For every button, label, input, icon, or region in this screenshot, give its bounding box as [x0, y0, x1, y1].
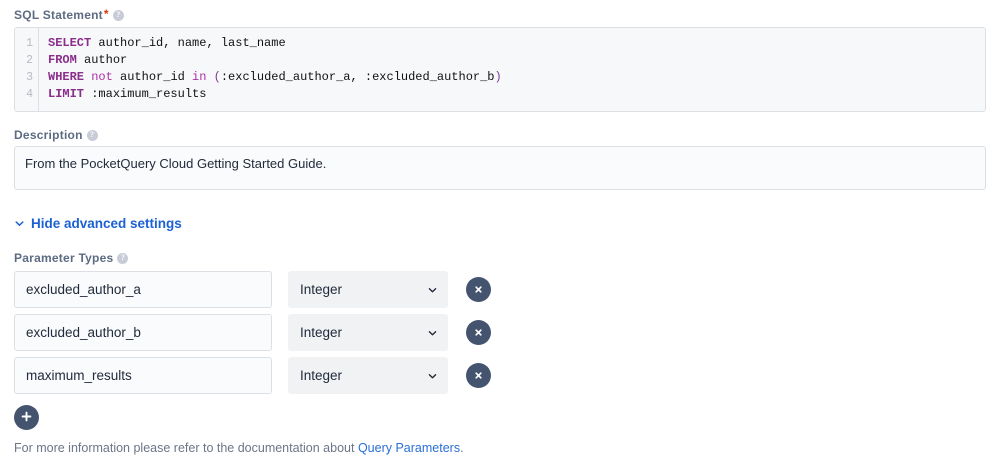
line-number: 4	[26, 88, 33, 101]
code-token-kw: WHERE	[48, 70, 85, 84]
code-token-punc: (	[213, 70, 221, 84]
toggle-advanced-settings-label: Hide advanced settings	[31, 216, 182, 231]
required-asterisk: *	[103, 7, 109, 21]
remove-parameter-button[interactable]	[466, 363, 491, 388]
close-circle-icon	[473, 370, 484, 381]
parameter-name-input[interactable]	[14, 357, 272, 394]
parameter-type-select[interactable]: IntegerStringDateDecimalBoolean	[288, 314, 448, 351]
code-token-plain: author_id	[112, 70, 193, 84]
parameter-type-select[interactable]: IntegerStringDateDecimalBoolean	[288, 357, 448, 394]
parameter-types-label: Parameter Types ?	[14, 251, 129, 265]
line-number: 2	[26, 54, 33, 67]
code-token-kw: FROM	[48, 53, 77, 67]
help-circle-icon[interactable]: ?	[86, 129, 98, 141]
parameter-types-label-text: Parameter Types	[14, 251, 114, 265]
query-parameters-link[interactable]: Query Parameters	[357, 441, 461, 455]
description-label-text: Description	[14, 128, 83, 142]
code-token-op: not	[91, 70, 113, 84]
parameter-row: IntegerStringDateDecimalBoolean	[14, 357, 514, 394]
editor-gutter: 1 2 3 4	[15, 28, 39, 111]
description-input[interactable]: From the PocketQuery Cloud Getting Start…	[14, 146, 986, 190]
line-number: 3	[26, 71, 33, 84]
code-line: SELECT author_id, name, last_name	[48, 35, 985, 52]
code-token-plain	[206, 70, 213, 84]
help-circle-icon[interactable]: ?	[112, 9, 124, 21]
code-token-kw: SELECT	[48, 36, 92, 50]
code-token-kw: LIMIT	[48, 87, 85, 101]
add-parameter-button-wrapper	[14, 405, 39, 430]
remove-parameter-button[interactable]	[466, 320, 491, 345]
code-line: LIMIT :maximum_results	[48, 86, 985, 103]
close-circle-icon	[473, 327, 484, 338]
plus-circle-icon	[20, 410, 33, 426]
footer-text-after: .	[460, 441, 464, 455]
description-label: Description ?	[14, 128, 98, 142]
sql-statement-label: SQL Statement* ?	[14, 7, 124, 22]
parameter-row: IntegerStringDateDecimalBoolean	[14, 314, 514, 351]
parameter-name-input[interactable]	[14, 314, 272, 351]
footer-text-before: For more information please refer to the…	[14, 441, 358, 455]
code-token-op: in	[192, 70, 207, 84]
parameter-row: IntegerStringDateDecimalBoolean	[14, 271, 514, 308]
code-token-punc: )	[494, 70, 502, 84]
parameter-rows-list: IntegerStringDateDecimalBooleanIntegerSt…	[14, 271, 514, 400]
code-line: FROM author	[48, 52, 985, 69]
code-token-plain: :maximum_results	[84, 87, 207, 101]
parameter-type-select-wrapper: IntegerStringDateDecimalBoolean	[288, 314, 448, 351]
footer-help-note: For more information please refer to the…	[14, 440, 464, 456]
help-circle-icon[interactable]: ?	[117, 252, 129, 264]
code-line: WHERE not author_id in (:excluded_author…	[48, 69, 985, 86]
parameter-type-select-wrapper: IntegerStringDateDecimalBoolean	[288, 357, 448, 394]
code-token-plain: author_id, name, last_name	[91, 36, 286, 50]
parameter-type-select-wrapper: IntegerStringDateDecimalBoolean	[288, 271, 448, 308]
chevron-down-icon	[14, 218, 25, 229]
remove-parameter-button[interactable]	[466, 277, 491, 302]
add-parameter-button[interactable]	[14, 405, 39, 430]
close-circle-icon	[473, 284, 484, 295]
parameter-type-select[interactable]: IntegerStringDateDecimalBoolean	[288, 271, 448, 308]
code-token-plain: :excluded_author_a, :excluded_author_b	[220, 70, 495, 84]
code-token-plain: author	[76, 53, 128, 67]
sql-statement-label-text: SQL Statement	[14, 8, 103, 22]
parameter-name-input[interactable]	[14, 271, 272, 308]
toggle-advanced-settings[interactable]: Hide advanced settings	[14, 216, 182, 231]
line-number: 1	[26, 37, 33, 50]
